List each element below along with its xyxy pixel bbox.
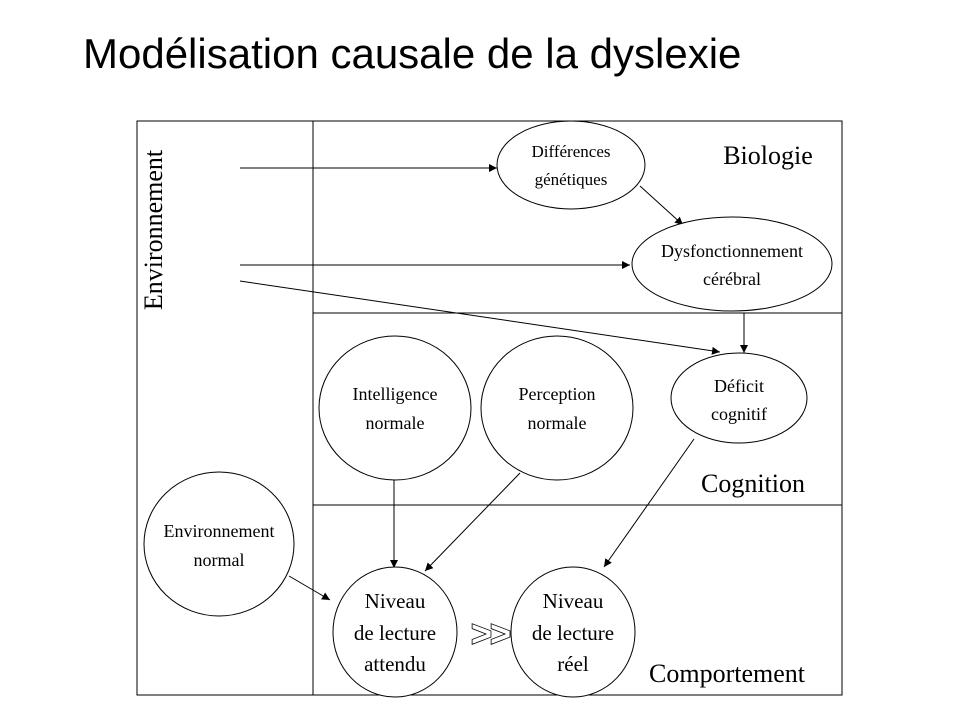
page-title: Modélisation causale de la dyslexie (83, 30, 742, 77)
comportement-label: Comportement (649, 659, 806, 688)
svg-text:attendu: attendu (364, 652, 426, 676)
diagram-frame (136, 120, 843, 696)
svg-text:de lecture: de lecture (354, 621, 436, 645)
node-deficit-cognitif: Déficit cognitif (670, 352, 808, 444)
svg-text:Déficit: Déficit (714, 376, 764, 396)
biologie-label: Biologie (723, 141, 813, 170)
svg-text:Intelligence: Intelligence (353, 384, 438, 404)
arrow-deficit-to-reel (603, 438, 695, 568)
svg-text:normale: normale (366, 413, 425, 433)
svg-text:réel: réel (557, 652, 589, 676)
node-intelligence-normale: Intelligence normale (318, 335, 472, 481)
much-greater-than-sign: >> (471, 613, 510, 654)
node-perception-normale: Perception normale (480, 335, 634, 481)
node-environnement-normal: Environnement normal (143, 471, 295, 617)
environnement-label: Environnement (139, 149, 168, 310)
node-niveau-lecture-attendu: Niveau de lecture attendu (332, 566, 458, 698)
svg-text:cérébral: cérébral (703, 269, 761, 289)
arrow-envnormal-to-attendu (288, 575, 331, 601)
svg-text:Niveau: Niveau (543, 589, 604, 613)
svg-text:cognitif: cognitif (711, 404, 767, 424)
svg-text:Niveau: Niveau (365, 589, 426, 613)
arrow-differences-to-dysfonctionnement (639, 185, 684, 226)
node-niveau-lecture-reel: Niveau de lecture réel (510, 566, 636, 698)
svg-text:normale: normale (528, 413, 587, 433)
svg-text:de lecture: de lecture (532, 621, 614, 645)
svg-text:Perception: Perception (519, 384, 596, 404)
svg-text:normal: normal (194, 550, 245, 570)
node-differences-genetiques: Différences génétiques (496, 120, 646, 210)
arrow-env-to-deficit (239, 280, 721, 355)
svg-text:Dysfonctionnement: Dysfonctionnement (661, 241, 803, 261)
node-dysfonctionnement-cerebral: Dysfonctionnement cérébral (631, 216, 833, 312)
svg-text:Environnement: Environnement (164, 521, 275, 541)
svg-text:génétiques: génétiques (535, 170, 608, 189)
svg-text:Différences: Différences (532, 142, 611, 161)
arrow-perception-to-attendu (424, 472, 521, 572)
cognition-label: Cognition (701, 469, 805, 498)
